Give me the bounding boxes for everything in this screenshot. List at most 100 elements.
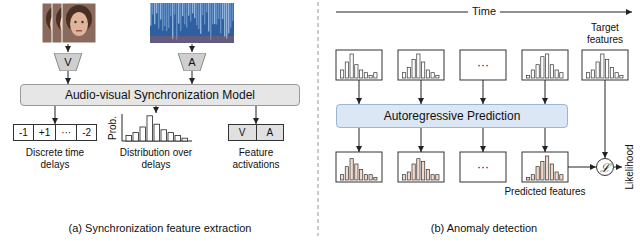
arrow [568, 167, 596, 168]
feature-bar [596, 62, 599, 78]
spectrogram-stripe [170, 3, 171, 16]
spectrogram-stripe [230, 3, 231, 28]
label-text: Discrete time delays [20, 147, 90, 171]
spectrogram-stripe [162, 3, 163, 31]
feature-bar [536, 65, 539, 78]
feature-bar [364, 175, 367, 180]
feature-bar [606, 59, 609, 78]
feature-bar [591, 70, 594, 78]
spectrogram-stripe [196, 3, 197, 25]
mouth [76, 30, 82, 32]
feature-bar [436, 175, 439, 180]
feature-bar [412, 164, 415, 180]
feature-bar [436, 75, 439, 78]
spectrogram-stripe [200, 3, 201, 34]
model-box: Audio-visual Synchronization Model [20, 84, 300, 106]
feature-bar [360, 70, 363, 78]
spectrogram-stripe [154, 3, 155, 24]
feature-bar [417, 159, 420, 180]
spectrogram-stripe [214, 3, 215, 24]
spectrogram-stripe [210, 3, 211, 40]
panel-divider [318, 2, 319, 236]
node-text: Autoregressive Prediction [384, 109, 521, 123]
feature-bar [350, 159, 353, 180]
arrow [614, 167, 622, 168]
spectrogram-stripe [178, 3, 179, 24]
spectrogram-stripe [218, 3, 219, 19]
spectrogram-stripe [182, 3, 183, 16]
feature-bar [403, 73, 406, 78]
feature-bar [587, 73, 590, 78]
spectrogram-stripe [186, 3, 187, 27]
feature-bar [610, 67, 613, 78]
feature-bar [417, 54, 420, 78]
encoder-trapezoid: A [178, 53, 206, 71]
face [70, 12, 88, 36]
histogram-axis [122, 114, 192, 141]
label-text: Target features [579, 22, 631, 46]
spectrogram-stripe [184, 3, 185, 24]
prediction-band: Autoregressive Prediction [336, 104, 568, 128]
feature-box [336, 50, 382, 80]
arrow [421, 80, 422, 104]
spectrogram-stripe [168, 3, 169, 28]
node-text: ··· [55, 125, 76, 140]
arrow [483, 128, 484, 152]
spectrogram-stripe [164, 3, 165, 26]
spectrogram-stripe [180, 3, 181, 31]
node-text: +1 [33, 125, 55, 140]
node-text: A [256, 125, 284, 140]
arrow [192, 44, 193, 52]
feature-bar [422, 161, 425, 180]
feature-bar [431, 73, 434, 78]
node-text: -1 [14, 125, 33, 140]
feature-box [460, 50, 506, 80]
feature-bar [560, 175, 563, 180]
spectrogram-stripe [176, 3, 177, 40]
predicted-features [460, 152, 506, 182]
feature-bar [615, 73, 618, 78]
histogram-bar [182, 138, 188, 141]
feature-box [522, 152, 568, 182]
feature-bar [431, 175, 434, 180]
spectrogram-stripe [212, 3, 213, 24]
spectrogram-stripe [166, 3, 167, 31]
histogram-bar [161, 130, 167, 141]
feature-bar [412, 59, 415, 78]
arrow [359, 80, 360, 104]
feature-bar [550, 164, 553, 180]
spectrogram-stripe [216, 3, 217, 25]
spectrogram-stripe [192, 3, 193, 13]
arrow [483, 80, 484, 104]
feature-bar [527, 75, 530, 78]
delay-cells: -1+1···-2 [13, 124, 97, 141]
encoder-trapezoid: V [54, 53, 82, 71]
feature-bar [531, 175, 534, 180]
arrow [359, 128, 360, 152]
histogram-bar [175, 135, 181, 141]
label-text: Time [468, 5, 500, 18]
spectrogram-stripe [204, 3, 205, 25]
spectrogram-stripe [156, 3, 157, 13]
arrow [421, 128, 422, 152]
arrow [545, 80, 546, 104]
node-text: ℒ [600, 159, 610, 176]
feature-bar [555, 70, 558, 78]
spectrogram-stripe [206, 3, 207, 12]
histogram-bar [154, 124, 160, 141]
spectrogram-stripe [224, 3, 225, 37]
input-features [398, 50, 444, 80]
flow-arrow [256, 106, 257, 124]
label-text: (b) Anomaly detection [431, 222, 537, 235]
feature-bar [426, 70, 429, 78]
target-features [582, 50, 628, 80]
feature-box [460, 152, 506, 182]
trapezoid-outline [178, 53, 206, 71]
label-text: Predicted features [504, 186, 585, 198]
spectrogram-stripe [226, 3, 227, 39]
feature-box [398, 152, 444, 182]
label-text: Feature activations [221, 147, 291, 171]
feature-bar [345, 62, 348, 78]
feature-bar [345, 167, 348, 180]
